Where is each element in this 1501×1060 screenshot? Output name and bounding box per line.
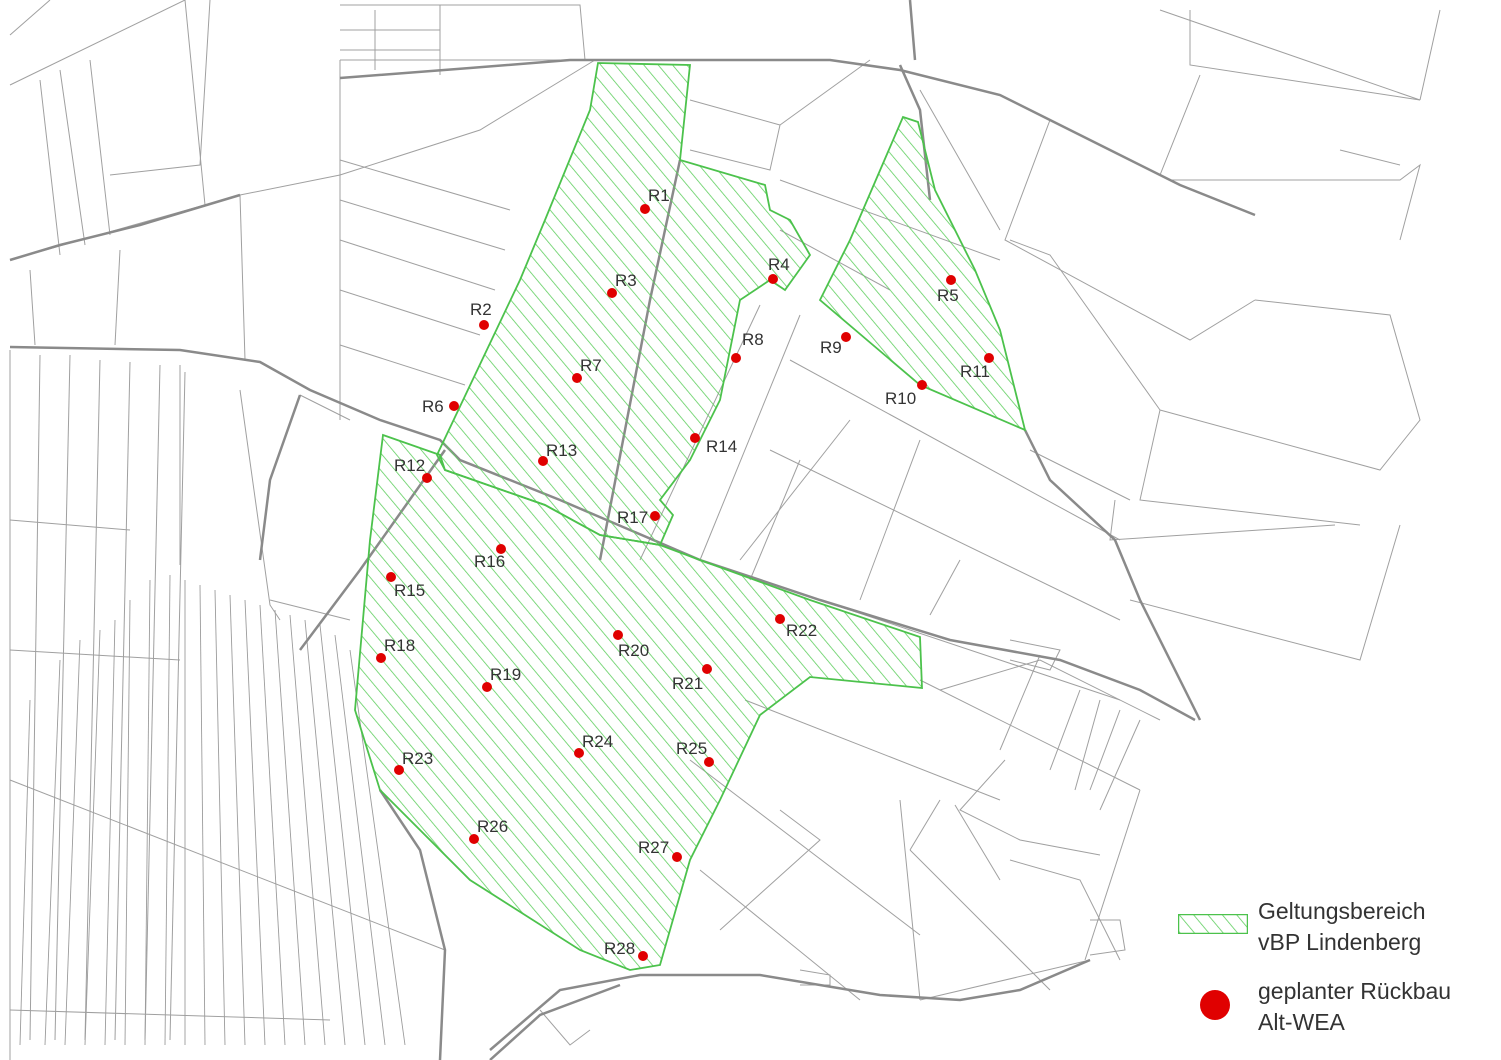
wea-marker-r18[interactable] bbox=[376, 653, 386, 663]
marker-label-r8: R8 bbox=[742, 330, 764, 349]
marker-label-r12: R12 bbox=[394, 456, 425, 475]
wea-marker-r7[interactable] bbox=[572, 373, 582, 383]
marker-swatch-icon bbox=[1200, 990, 1230, 1020]
marker-label-r11: R11 bbox=[960, 362, 990, 381]
marker-label-r2: R2 bbox=[470, 300, 492, 319]
marker-label-r27: R27 bbox=[638, 838, 669, 857]
wea-marker-r3[interactable] bbox=[607, 288, 617, 298]
wea-marker-r12[interactable] bbox=[422, 473, 432, 483]
wea-marker-r9[interactable] bbox=[841, 332, 851, 342]
marker-label-r21: R21 bbox=[672, 674, 703, 693]
wea-marker-r10[interactable] bbox=[917, 380, 927, 390]
marker-label-r13: R13 bbox=[546, 441, 577, 460]
wea-marker-r28[interactable] bbox=[638, 951, 648, 961]
marker-label-r5: R5 bbox=[937, 286, 959, 305]
wea-marker-r4[interactable] bbox=[768, 274, 778, 284]
parcel-lines bbox=[9, 0, 1441, 1060]
wea-marker-r1[interactable] bbox=[640, 204, 650, 214]
legend-zone-subtitle: vBP Lindenberg bbox=[1258, 929, 1422, 955]
wea-marker-r23[interactable] bbox=[394, 765, 404, 775]
wea-marker-r14[interactable] bbox=[690, 433, 700, 443]
legend-zone-title: Geltungsbereich bbox=[1258, 898, 1426, 924]
zone-polygon-east[interactable] bbox=[818, 115, 1027, 432]
wea-marker-r22[interactable] bbox=[775, 614, 785, 624]
wea-marker-r6[interactable] bbox=[449, 401, 459, 411]
wea-marker-r2[interactable] bbox=[479, 320, 489, 330]
marker-label-r3: R3 bbox=[615, 271, 637, 290]
marker-label-r14: R14 bbox=[706, 437, 737, 456]
wea-marker-r17[interactable] bbox=[650, 511, 660, 521]
marker-label-r18: R18 bbox=[384, 636, 415, 655]
wea-marker-r5[interactable] bbox=[946, 275, 956, 285]
marker-label-r1: R1 bbox=[648, 186, 670, 205]
wea-marker-r21[interactable] bbox=[702, 664, 712, 674]
wea-marker-r19[interactable] bbox=[482, 682, 492, 692]
legend-marker-subtitle: Alt-WEA bbox=[1258, 1009, 1345, 1035]
wea-marker-r25[interactable] bbox=[704, 757, 714, 767]
marker-label-r9: R9 bbox=[820, 338, 842, 357]
marker-label-r23: R23 bbox=[402, 749, 433, 768]
wea-marker-r15[interactable] bbox=[386, 572, 396, 582]
wea-marker-r26[interactable] bbox=[469, 834, 479, 844]
marker-label-r17: R17 bbox=[617, 508, 648, 527]
marker-label-r22: R22 bbox=[786, 621, 817, 640]
marker-label-r24: R24 bbox=[582, 732, 613, 751]
marker-label-r25: R25 bbox=[676, 739, 707, 758]
zone-polygon-south[interactable] bbox=[354, 433, 923, 971]
marker-label-r19: R19 bbox=[490, 665, 521, 684]
wea-marker-r24[interactable] bbox=[574, 748, 584, 758]
marker-label-r15: R15 bbox=[394, 581, 425, 600]
marker-label-r7: R7 bbox=[580, 356, 602, 375]
marker-label-r16: R16 bbox=[474, 552, 505, 571]
map-legend: Geltungsbereich vBP Lindenberg geplanter… bbox=[1178, 896, 1498, 1046]
marker-label-r6: R6 bbox=[422, 397, 444, 416]
wea-marker-r20[interactable] bbox=[613, 630, 623, 640]
zone-polygon-north[interactable] bbox=[435, 62, 812, 547]
marker-label-r20: R20 bbox=[618, 641, 649, 660]
zone-geltungsbereich[interactable] bbox=[354, 62, 1027, 971]
wea-marker-r13[interactable] bbox=[538, 456, 548, 466]
wea-marker-r8[interactable] bbox=[731, 353, 741, 363]
marker-label-r10: R10 bbox=[885, 389, 916, 408]
zone-swatch-icon bbox=[1178, 914, 1248, 934]
marker-label-r26: R26 bbox=[477, 817, 508, 836]
marker-label-r28: R28 bbox=[604, 939, 635, 958]
legend-marker-title: geplanter Rückbau bbox=[1258, 978, 1452, 1004]
wea-marker-r27[interactable] bbox=[672, 852, 682, 862]
marker-label-r4: R4 bbox=[768, 255, 790, 274]
wea-marker-r11[interactable] bbox=[984, 353, 994, 363]
wea-marker-r16[interactable] bbox=[496, 544, 506, 554]
